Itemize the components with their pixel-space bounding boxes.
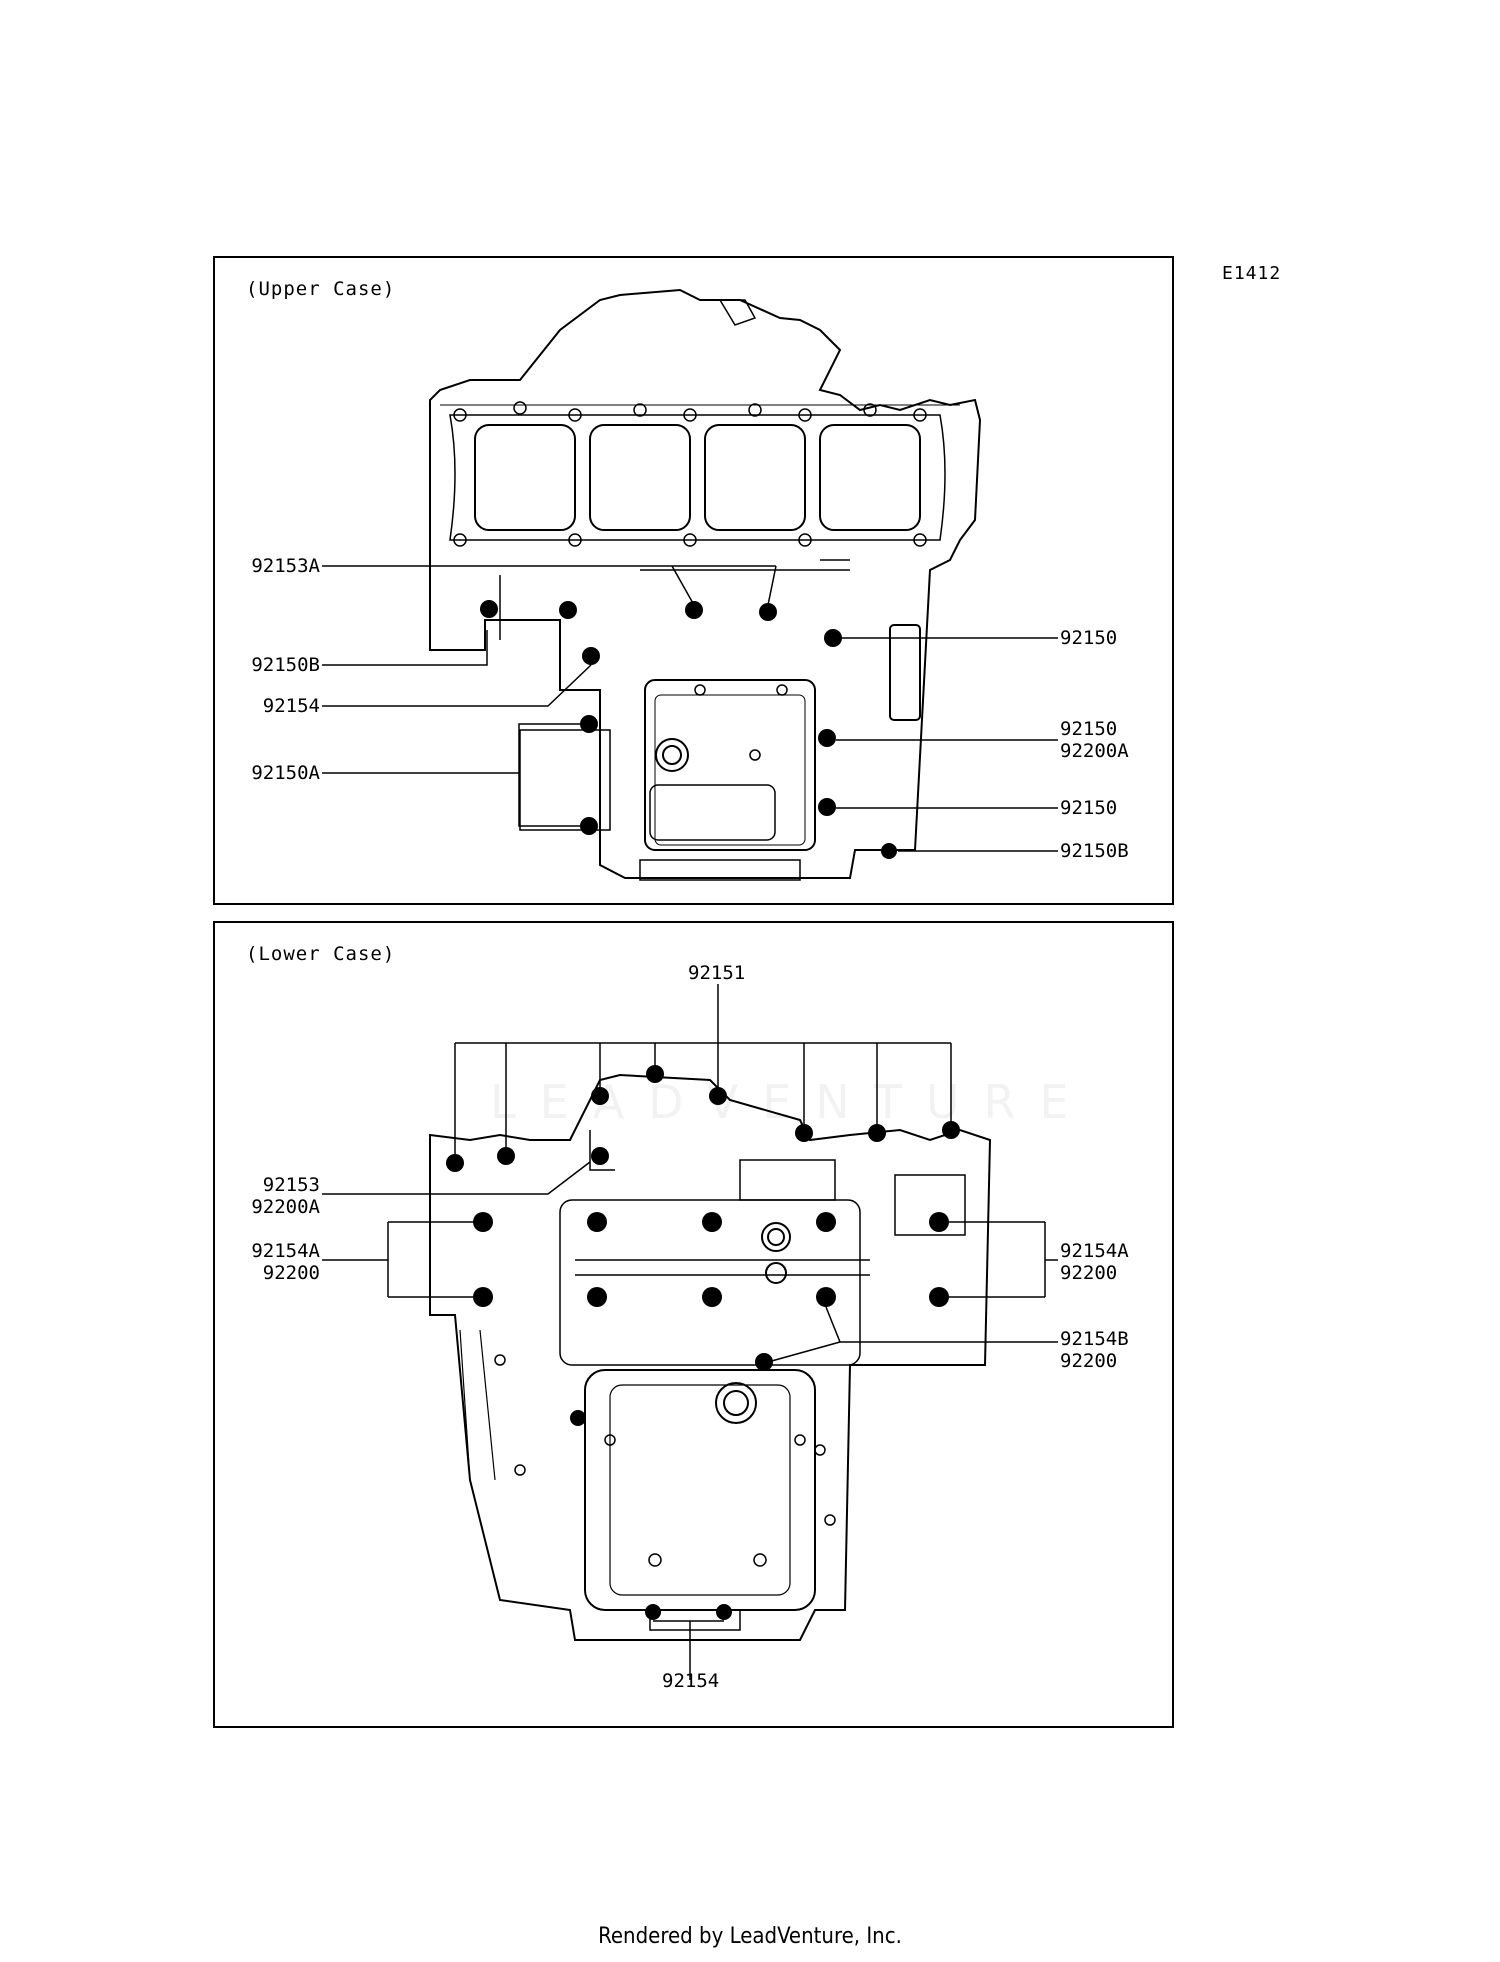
diagram-id: E1412 [1222, 263, 1282, 284]
label-92154A-right: 92154A [1060, 1240, 1129, 1262]
upper-leaders [322, 565, 1058, 852]
label-92154A-left: 92154A [251, 1240, 320, 1262]
label-92151: 92151 [688, 962, 746, 984]
footer-credit: Rendered by LeadVenture, Inc. [598, 1924, 902, 1949]
label-92150-second: 92150 [1060, 718, 1118, 740]
label-92200-left: 92200 [262, 1262, 320, 1284]
upper-case-panel: (Upper Case) [213, 256, 1174, 905]
lower-case-panel: (Lower Case) [213, 921, 1174, 1728]
label-92150A: 92150A [251, 762, 320, 784]
label-92154B: 92154B [1060, 1328, 1129, 1350]
label-92150B-right: 92150B [1060, 840, 1129, 862]
label-92150-third: 92150 [1060, 797, 1118, 819]
label-92200A-lower: 92200A [251, 1196, 320, 1218]
label-92153A: 92153A [251, 555, 320, 577]
upper-bolts [480, 600, 897, 859]
label-92150B: 92150B [251, 654, 320, 676]
lower-case-title: (Lower Case) [246, 943, 396, 965]
label-92150: 92150 [1060, 627, 1118, 649]
label-92200A: 92200A [1060, 740, 1129, 762]
upper-crankcase-outline [429, 288, 982, 881]
label-92200-right: 92200 [1060, 1262, 1118, 1284]
label-92154: 92154 [262, 695, 320, 717]
upper-case-title: (Upper Case) [246, 278, 396, 300]
watermark: LEADVENTURE [490, 1075, 1093, 1129]
label-92154-bottom: 92154 [662, 1670, 720, 1692]
label-92153: 92153 [262, 1174, 320, 1196]
lower-leaders [322, 984, 1058, 1680]
lower-bolts [446, 1065, 960, 1620]
label-92200-right-second: 92200 [1060, 1350, 1118, 1372]
